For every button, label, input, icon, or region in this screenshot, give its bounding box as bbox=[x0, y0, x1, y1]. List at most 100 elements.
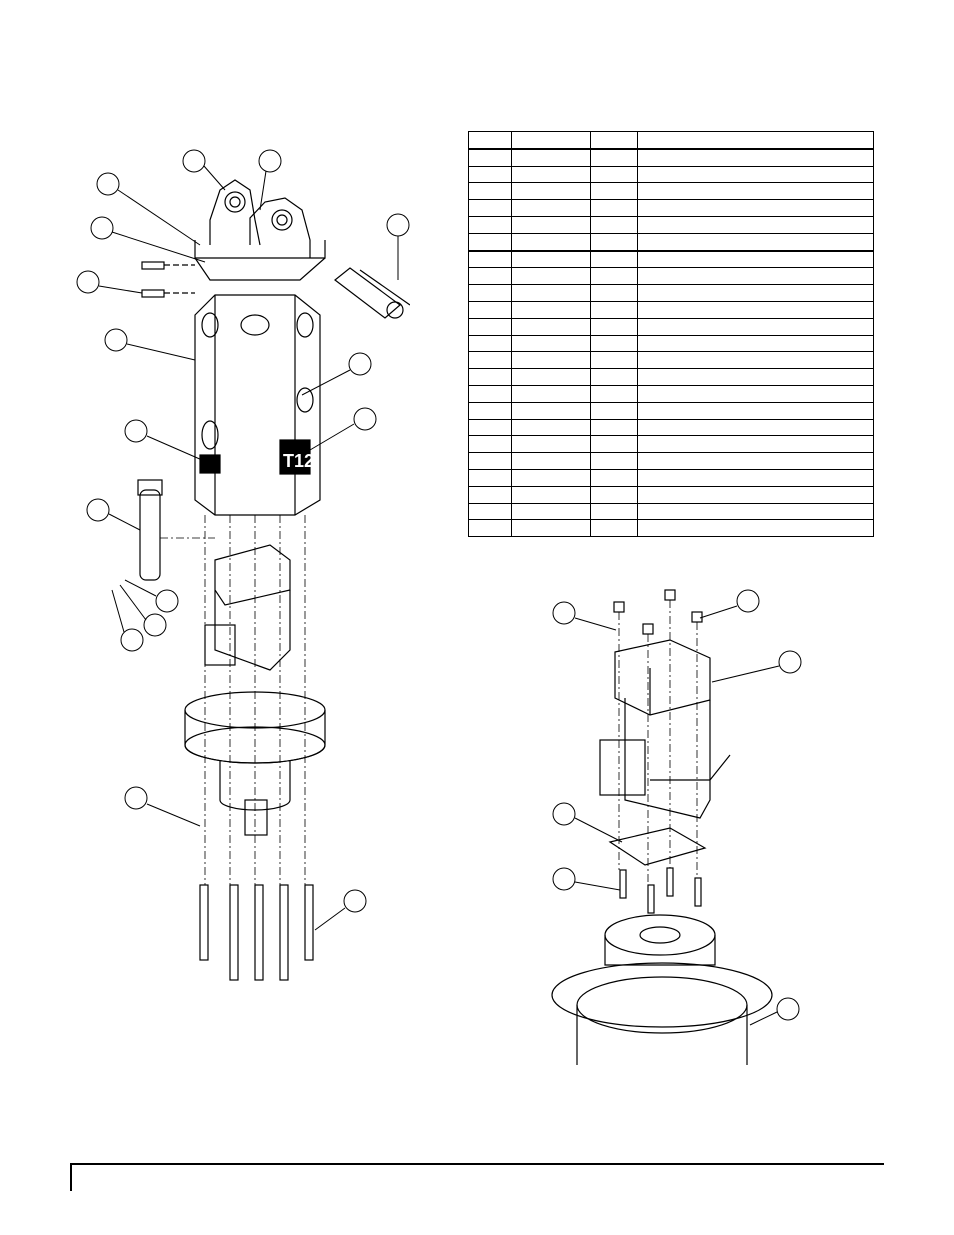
table-cell bbox=[590, 468, 638, 487]
callout-bubble bbox=[353, 407, 377, 431]
table-row bbox=[468, 401, 874, 420]
bracket-bolts bbox=[141, 261, 195, 298]
callout-bubble bbox=[104, 328, 128, 352]
table-row bbox=[468, 249, 874, 269]
table-cell bbox=[590, 351, 638, 370]
table-cell bbox=[511, 351, 591, 370]
motor-subassembly-drawing bbox=[551, 589, 802, 1065]
table-row bbox=[468, 334, 874, 353]
table-cell bbox=[511, 232, 591, 252]
callout-bubble bbox=[386, 213, 410, 237]
table-cell bbox=[590, 300, 638, 319]
table-row bbox=[468, 351, 874, 370]
table-cell bbox=[511, 165, 591, 184]
top-nuts bbox=[613, 589, 703, 635]
callout-bubble bbox=[552, 867, 576, 891]
table-cell bbox=[468, 351, 512, 370]
table-cell bbox=[637, 267, 874, 286]
table-row bbox=[468, 284, 874, 302]
assembly-lines bbox=[618, 600, 698, 885]
table-cell bbox=[511, 300, 591, 319]
table-cell bbox=[637, 148, 874, 167]
table-cell bbox=[637, 384, 874, 403]
table-cell bbox=[511, 452, 591, 470]
table-cell bbox=[468, 502, 512, 521]
table-cell bbox=[590, 284, 638, 302]
studs bbox=[619, 867, 702, 914]
table-cell bbox=[468, 317, 512, 336]
column-header bbox=[511, 130, 591, 150]
table-cell bbox=[468, 215, 512, 234]
table-cell bbox=[637, 284, 874, 302]
table-cell bbox=[590, 334, 638, 353]
table-row bbox=[468, 300, 874, 319]
table-cell bbox=[511, 249, 591, 269]
callout-bubble bbox=[124, 419, 148, 443]
gasket-plate bbox=[608, 827, 707, 866]
callout-bubble bbox=[96, 172, 120, 196]
table-row bbox=[468, 452, 874, 470]
callout-bubble bbox=[343, 889, 367, 913]
table-cell bbox=[637, 435, 874, 454]
table-cell bbox=[468, 267, 512, 286]
table-row bbox=[468, 267, 874, 286]
table-row bbox=[468, 199, 874, 217]
table-cell bbox=[511, 317, 591, 336]
table-cell bbox=[590, 267, 638, 286]
table-cell bbox=[590, 519, 638, 538]
table-cell bbox=[511, 267, 591, 286]
callout-bubble bbox=[552, 802, 576, 826]
callout-bubble bbox=[120, 628, 144, 652]
table-row bbox=[468, 232, 874, 252]
drive-shaft bbox=[137, 479, 163, 581]
callout-bubble bbox=[776, 997, 800, 1021]
table-cell bbox=[511, 435, 591, 454]
table-cell bbox=[637, 199, 874, 217]
pivot-pin bbox=[334, 267, 410, 319]
table-cell bbox=[511, 401, 591, 420]
table-cell bbox=[511, 502, 591, 521]
table-cell bbox=[590, 502, 638, 521]
callout-bubble bbox=[348, 352, 372, 376]
table-cell bbox=[637, 351, 874, 370]
callout-bubble bbox=[155, 589, 179, 613]
table-row bbox=[468, 384, 874, 403]
table-cell bbox=[468, 485, 512, 504]
callout-bubble bbox=[182, 149, 206, 173]
column-header bbox=[637, 130, 874, 150]
table-cell bbox=[468, 384, 512, 403]
callout-bubble bbox=[86, 498, 110, 522]
table-row bbox=[468, 435, 874, 454]
table-cell bbox=[637, 317, 874, 336]
table-cell bbox=[511, 418, 591, 437]
table-cell bbox=[511, 519, 591, 538]
table-cell bbox=[590, 249, 638, 269]
table-row bbox=[468, 519, 874, 538]
table-row bbox=[468, 485, 874, 504]
table-cell bbox=[511, 284, 591, 302]
table-cell bbox=[468, 182, 512, 201]
table-cell bbox=[511, 485, 591, 504]
table-cell bbox=[590, 182, 638, 201]
table-cell bbox=[468, 468, 512, 487]
table-cell bbox=[590, 199, 638, 217]
column-header bbox=[468, 130, 512, 150]
table-cell bbox=[468, 452, 512, 470]
table-row bbox=[468, 317, 874, 336]
table-cell bbox=[590, 452, 638, 470]
table-cell bbox=[637, 165, 874, 184]
table-header-row bbox=[468, 130, 874, 150]
table-cell bbox=[590, 368, 638, 386]
table-cell bbox=[590, 435, 638, 454]
table-cell bbox=[637, 485, 874, 504]
callout-bubble bbox=[778, 650, 802, 674]
table-row bbox=[468, 418, 874, 437]
table-cell bbox=[468, 232, 512, 252]
callouts bbox=[76, 149, 410, 931]
table-cell bbox=[637, 232, 874, 252]
table-cell bbox=[468, 284, 512, 302]
table-cell bbox=[637, 368, 874, 386]
logo-text: T12 bbox=[283, 451, 314, 471]
table-cell bbox=[468, 435, 512, 454]
table-cell bbox=[468, 418, 512, 437]
